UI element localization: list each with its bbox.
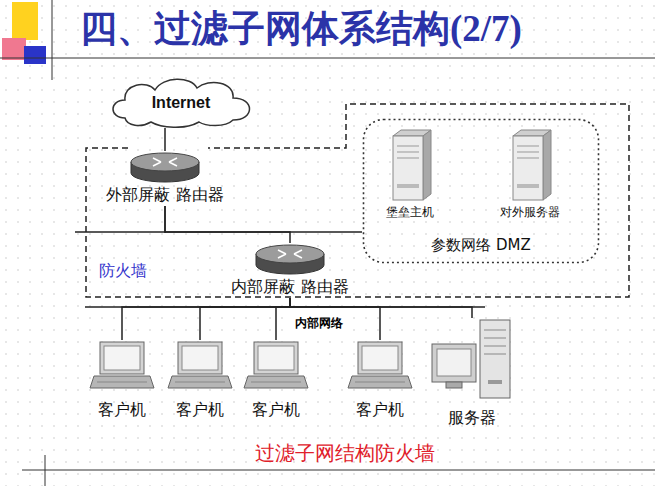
network-link <box>290 298 380 340</box>
icon-holder <box>385 128 435 202</box>
screening-router: 外部屏蔽 路由器 <box>106 151 223 206</box>
network-link <box>200 298 290 340</box>
firewall-region: 防火墙 外部屏蔽 路由器参数网络 DMZ 堡垒主机 对外服务器内部屏蔽 路由器 <box>85 103 630 298</box>
server-host: 对外服务器 <box>500 128 560 221</box>
client-computer: 客户机 <box>243 340 309 421</box>
router-icon <box>127 151 203 185</box>
caption: 过滤子网结构防火墙 <box>255 440 435 467</box>
node-label: 参数网络 DMZ <box>362 236 600 255</box>
screening-router: 内部屏蔽 路由器 <box>231 243 348 298</box>
client-computer: 客户机 <box>167 340 233 421</box>
node-label: 对外服务器 <box>500 204 560 221</box>
network-link <box>165 206 290 243</box>
node-label: Internet <box>152 94 211 112</box>
node-label: 内部屏蔽 路由器 <box>231 277 348 298</box>
icon-holder <box>243 340 309 392</box>
yellow-square <box>12 2 38 40</box>
client-computer-icon <box>167 340 233 392</box>
title-rule <box>52 0 53 80</box>
cloud-shape <box>113 79 250 127</box>
client-computer: 客户机 <box>89 340 155 421</box>
perimeter-network-line <box>75 231 166 233</box>
node-label: 客户机 <box>347 400 413 421</box>
network-link <box>122 298 290 340</box>
icon-holder <box>106 151 223 185</box>
client-computer-icon <box>89 340 155 392</box>
node-label: 外部屏蔽 路由器 <box>106 185 223 206</box>
node-label: 防火墙 <box>99 261 147 282</box>
title-rule <box>0 58 655 59</box>
node-label: 服务器 <box>430 408 514 429</box>
network-link <box>165 206 362 232</box>
client-computer: 客户机 <box>347 340 413 421</box>
slide-title: 四、过滤子网体系结构(2/7) <box>80 4 522 54</box>
network-label: 内部网络 <box>293 315 345 332</box>
client-computer-icon <box>243 340 309 392</box>
router-icon <box>252 243 328 277</box>
server-icon <box>505 128 555 202</box>
client-computer-icon <box>347 340 413 392</box>
node-label: 客户机 <box>167 400 233 421</box>
network-link <box>276 298 290 340</box>
server-icon <box>385 128 435 202</box>
footer-rule <box>22 470 655 471</box>
dmz-network: 参数网络 DMZ 堡垒主机 对外服务器 <box>362 118 600 264</box>
node-label: 客户机 <box>89 400 155 421</box>
node-label: 客户机 <box>243 400 309 421</box>
dashed-boundary <box>86 104 629 297</box>
icon-holder <box>347 340 413 392</box>
icon-holder <box>89 340 155 392</box>
icon-holder <box>167 340 233 392</box>
pink-square <box>2 38 26 60</box>
server-host: 堡垒主机 <box>385 128 435 221</box>
icon-holder <box>430 318 514 400</box>
blue-square <box>24 46 46 64</box>
icon-holder <box>231 243 348 277</box>
server-computer: 服务器 <box>430 318 514 429</box>
node-label: 堡垒主机 <box>385 204 435 221</box>
internet-cloud: Internet <box>105 74 257 128</box>
server-computer-icon <box>430 318 514 400</box>
footer-rule <box>45 455 46 486</box>
icon-holder <box>500 128 560 202</box>
network-link <box>164 128 166 151</box>
